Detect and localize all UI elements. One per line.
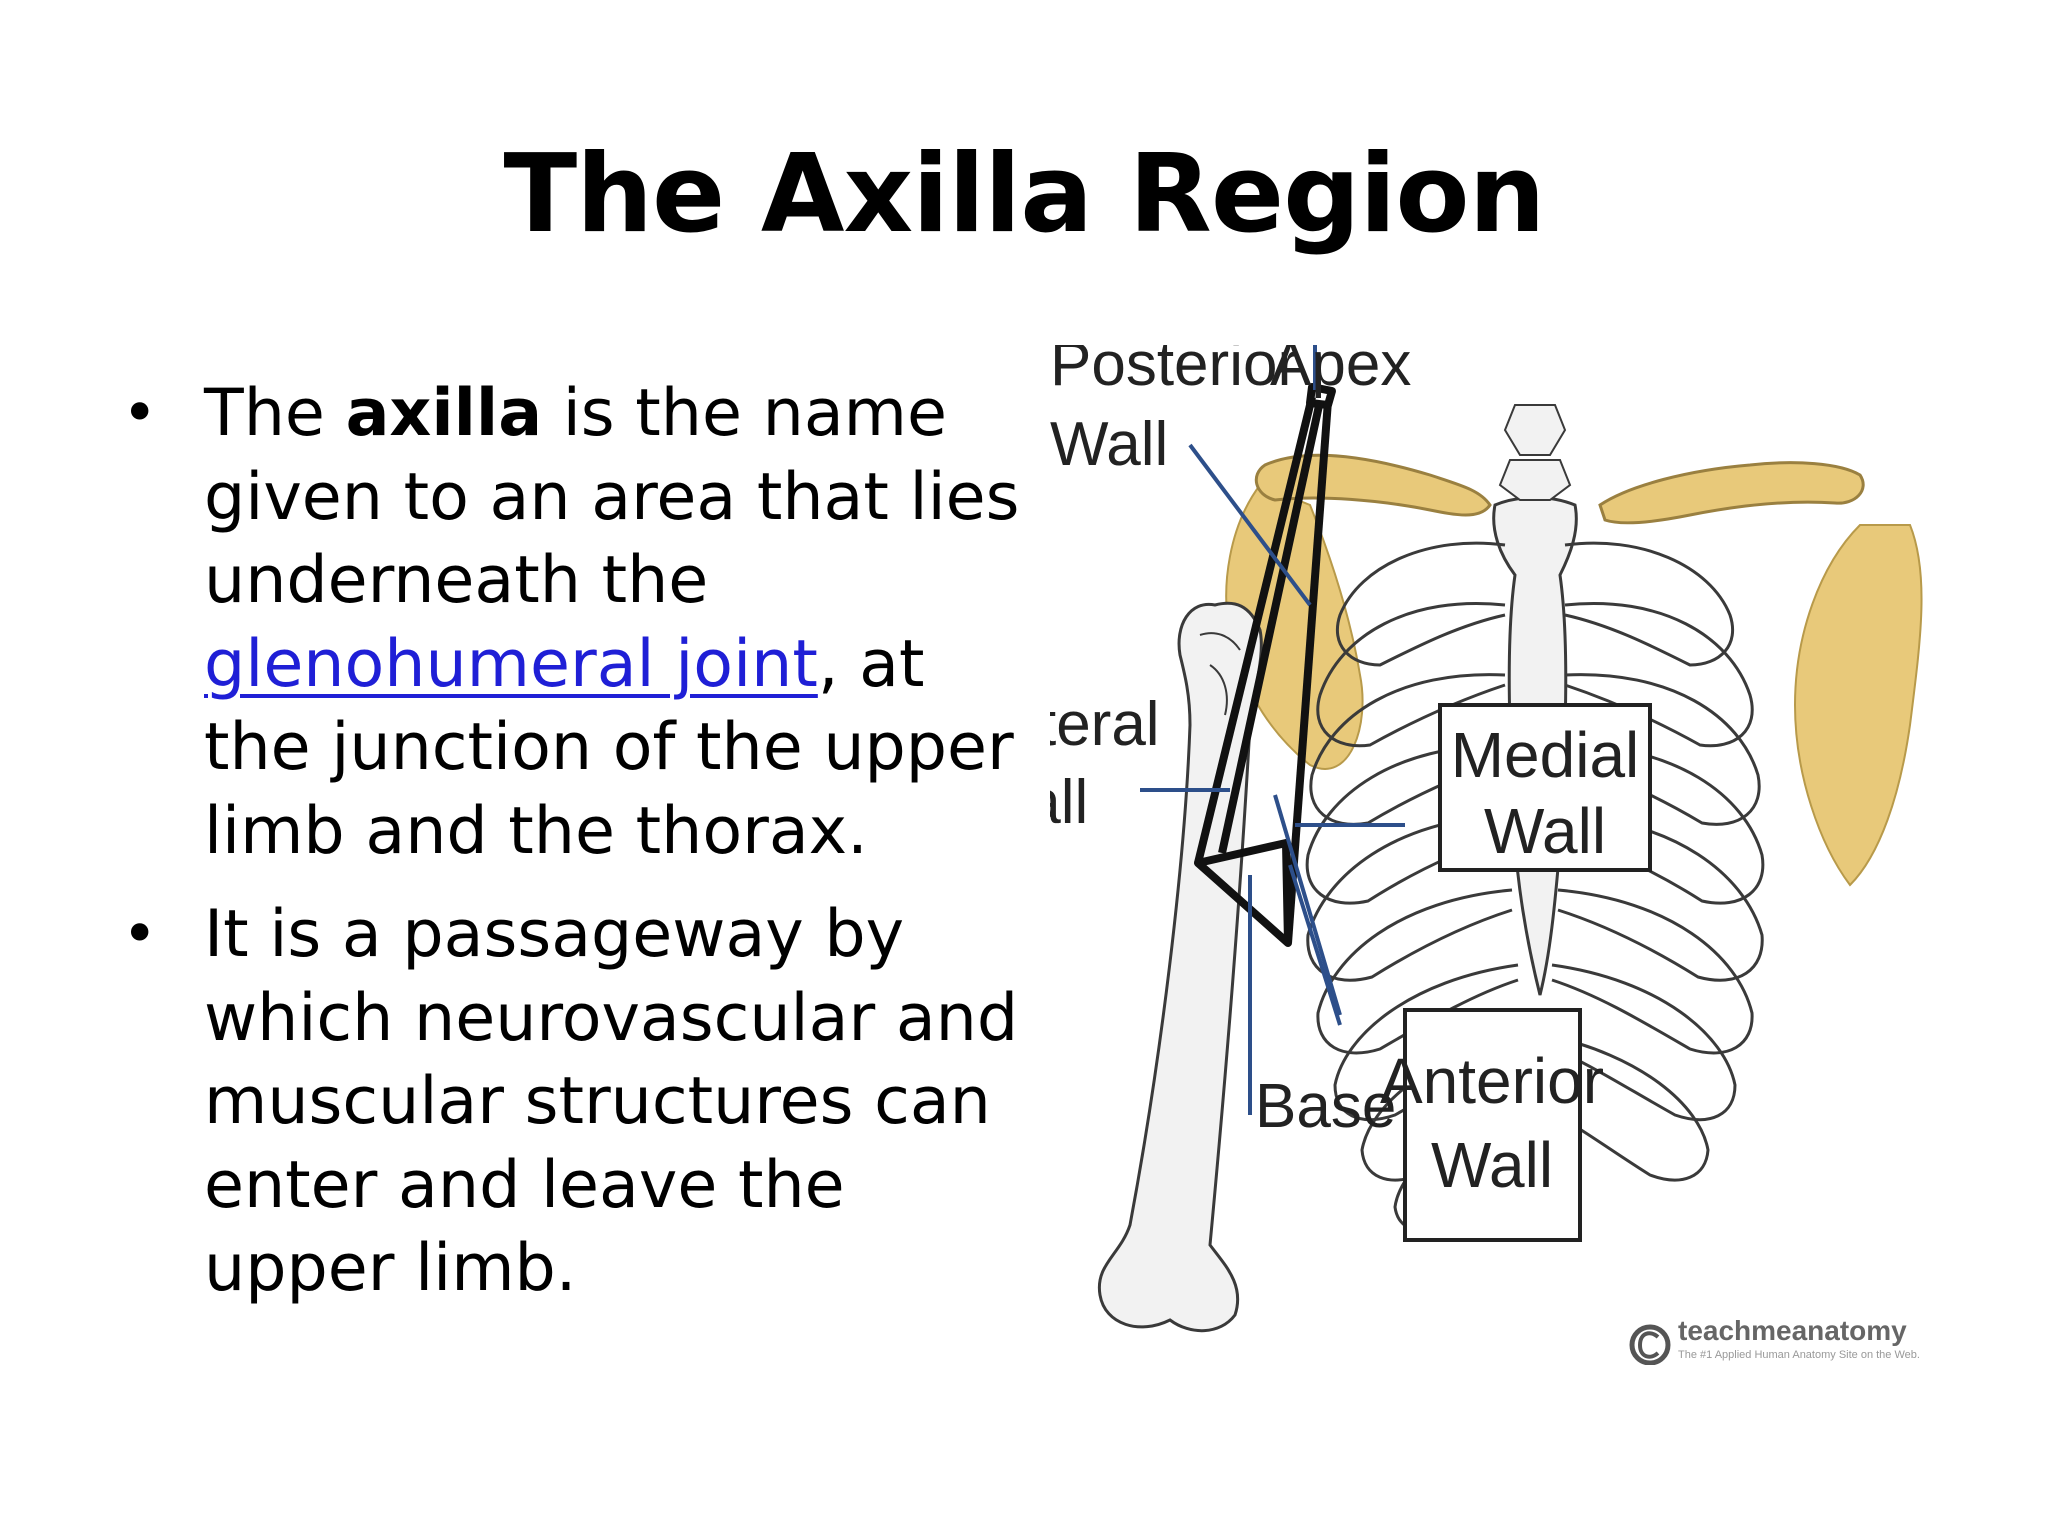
cervical-vertebrae — [1498, 404, 1572, 501]
bullet-item-2: • It is a passageway by which neurovascu… — [122, 893, 1032, 1311]
bullet-1-bold: axilla — [345, 376, 543, 451]
axilla-diagram: Posterior Wall Apex Lateral Wall Medial … — [1050, 345, 1930, 1365]
right-clavicle — [1598, 461, 1865, 525]
bullet-list: • The axilla is the name given to an are… — [122, 372, 1032, 1331]
bullet-1-post: , at the junction of the upper limb and … — [204, 626, 1014, 869]
leader-lines — [1140, 345, 1405, 1115]
medial-wall-box — [1438, 703, 1652, 872]
right-scapula — [1793, 524, 1923, 887]
label-anterior-line2: Wall — [1431, 1129, 1553, 1201]
bullet-2-text: It is a passageway by which neurovascula… — [204, 897, 1019, 1306]
slide-title: The Axilla Region — [503, 132, 1545, 257]
label-lateral-line2: Wall — [1050, 768, 1088, 837]
label-posterior-line2: Wall — [1050, 410, 1168, 479]
bullet-item-1: • The axilla is the name given to an are… — [122, 372, 1032, 873]
copyright-icon — [1629, 1324, 1671, 1365]
axilla-pyramid — [1194, 383, 1336, 947]
label-posterior-line1: Posterior — [1050, 345, 1298, 399]
humerus-head-detail — [1199, 632, 1241, 716]
bullet-dot-icon: • — [122, 899, 158, 969]
axilla-diagram-svg: Posterior Wall Apex Lateral Wall Medial … — [1050, 345, 1923, 1365]
watermark-brand: teachmeanatomy — [1678, 1315, 1907, 1346]
teachmeanatomy-watermark: teachmeanatomy The #1 Applied Human Anat… — [1629, 1315, 1920, 1365]
anterior-wall-box — [1403, 1008, 1582, 1242]
label-anterior-line1: Anterior — [1380, 1045, 1604, 1117]
watermark-tagline: The #1 Applied Human Anatomy Site on the… — [1678, 1349, 1920, 1361]
label-lateral-line1: Lateral — [1050, 690, 1160, 759]
bullet-1-mid: is the name given to an area that lies u… — [204, 376, 1020, 618]
label-medial-line1: Medial — [1451, 719, 1640, 791]
label-apex: Apex — [1270, 345, 1411, 399]
left-clavicle — [1254, 453, 1492, 517]
bullet-dot-icon: • — [122, 378, 158, 448]
bullet-1-pre: The — [204, 376, 346, 451]
glenohumeral-joint-link[interactable]: glenohumeral joint — [204, 626, 818, 702]
label-base: Base — [1255, 1072, 1396, 1141]
left-scapula — [1225, 483, 1364, 770]
label-medial-line2: Wall — [1484, 795, 1606, 867]
